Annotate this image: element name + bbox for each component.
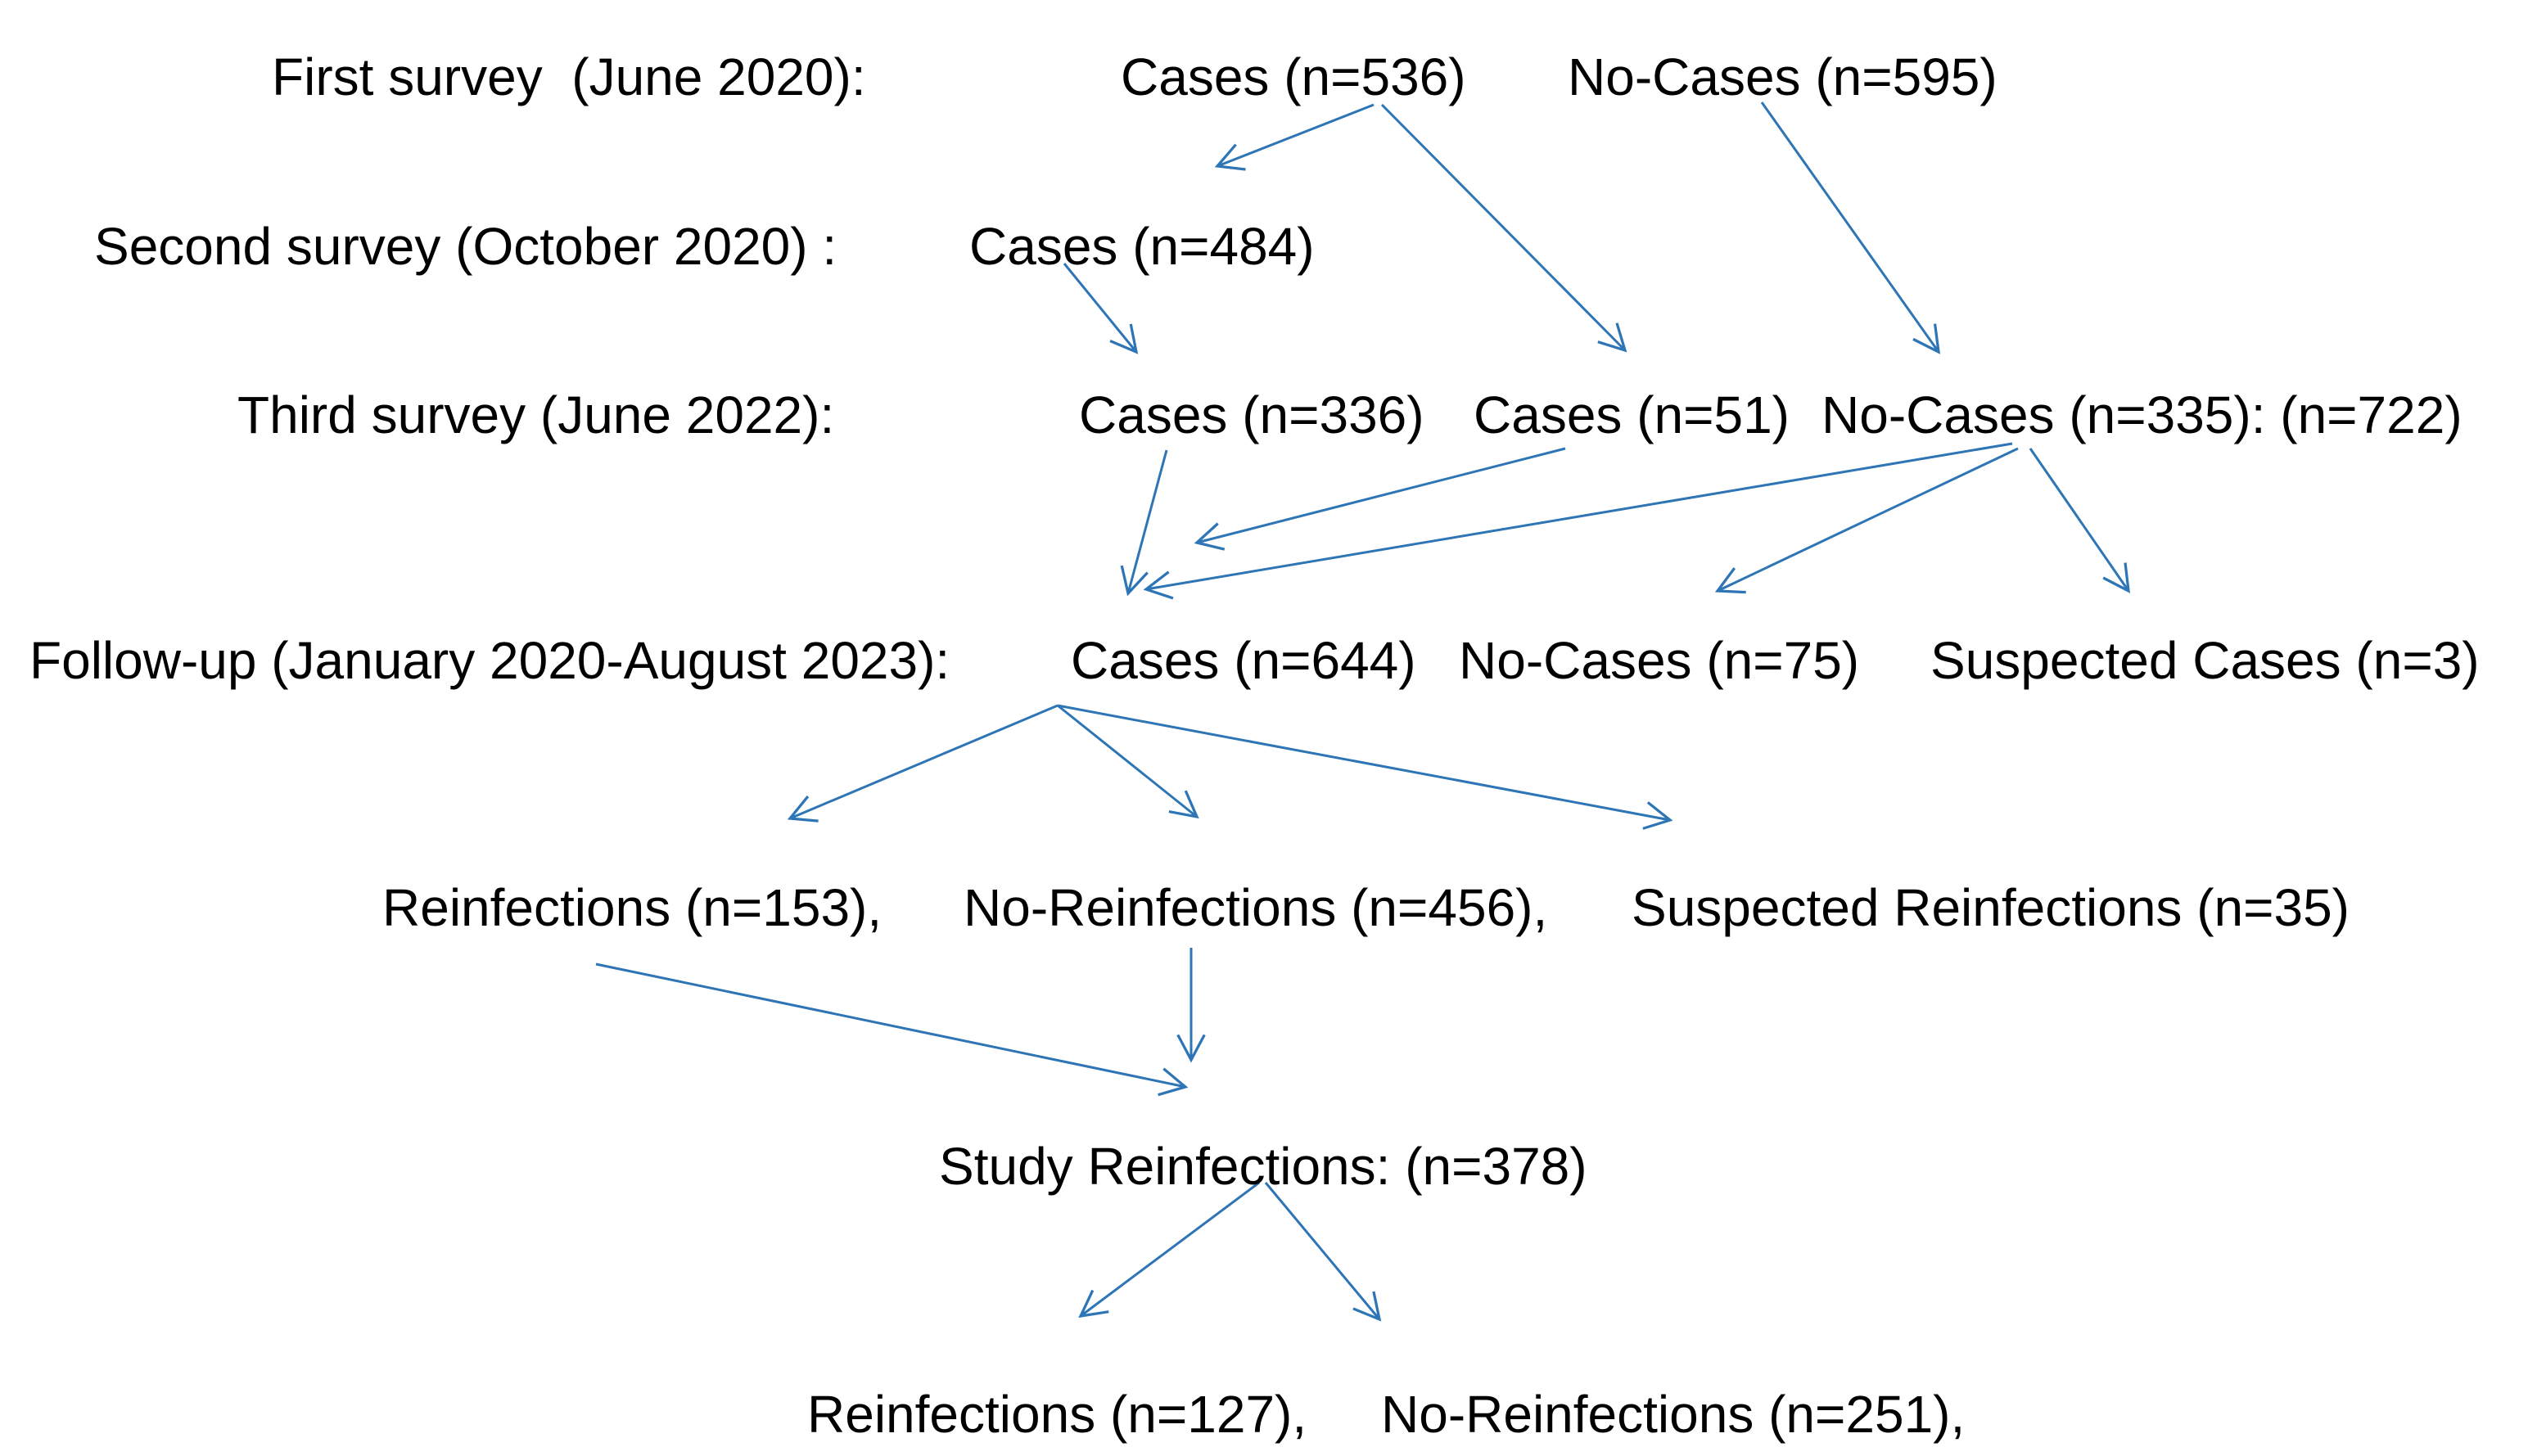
node-second-survey-label: Second survey (October 2020) : [94, 217, 837, 276]
arrow-cases-336-to-cases-644 [1120, 449, 1168, 597]
node-cases-51: Cases (n=51) [1474, 385, 1790, 444]
arrow-no-cases-335-to-no-cases-75 [1714, 447, 2019, 594]
node-follow-up-label: Follow-up (January 2020-August 2023): [29, 631, 950, 690]
node-suspected-cases-3: Suspected Cases (n=3) [1930, 631, 2480, 690]
node-cases-536: Cases (n=536) [1121, 47, 1466, 106]
node-no-cases-335: No-Cases (n=335): (n=722) [1821, 385, 2462, 444]
node-reinfections-153: Reinfections (n=153), [382, 878, 883, 937]
arrow-cases-536-to-cases-51 [1380, 103, 1627, 353]
arrow-cases-484-to-cases-336 [1063, 263, 1139, 354]
node-third-survey-label: Third survey (June 2022): [237, 385, 835, 444]
node-no-reinfections-251: No-Reinfections (n=251), [1381, 1385, 1966, 1444]
node-reinfections-127: Reinfections (n=127), [807, 1385, 1307, 1444]
arrow-study-reinfections-to-reinfections-127 [1078, 1181, 1260, 1319]
node-first-survey-label: First survey (June 2020): [272, 47, 866, 106]
node-cases-644: Cases (n=644) [1071, 631, 1416, 690]
node-no-cases-75: No-Cases (n=75) [1459, 631, 1860, 690]
arrow-no-cases-335-to-cases-644 [1143, 442, 2013, 600]
arrow-no-cases-335-to-suspected-cases-3 [2029, 448, 2130, 593]
node-cases-484: Cases (n=484) [969, 217, 1315, 276]
arrow-follow-up-cases-644-to-reinfections-153 [787, 704, 1059, 823]
arrow-study-reinfections-to-no-reinfections-251 [1264, 1182, 1382, 1322]
node-suspected-reinfections-35: Suspected Reinfections (n=35) [1632, 878, 2350, 937]
node-no-cases-595: No-Cases (n=595) [1568, 47, 1998, 106]
arrow-no-cases-595-to-no-cases-335 [1760, 101, 1941, 354]
arrow-follow-up-cases-644-to-suspected-reinfections-35 [1057, 704, 1673, 830]
node-cases-336: Cases (n=336) [1079, 385, 1424, 444]
arrow-cases-536-to-cases-484 [1214, 103, 1375, 171]
arrow-reinfections-153-to-study-reinfections [595, 962, 1189, 1097]
node-no-reinfections-456: No-Reinfections (n=456), [964, 878, 1548, 937]
node-study-reinfections: Study Reinfections: (n=378) [939, 1137, 1587, 1196]
arrow-follow-up-cases-644-to-no-reinfections-456 [1057, 704, 1199, 819]
arrow-cases-51-to-cases-644 [1194, 447, 1566, 551]
